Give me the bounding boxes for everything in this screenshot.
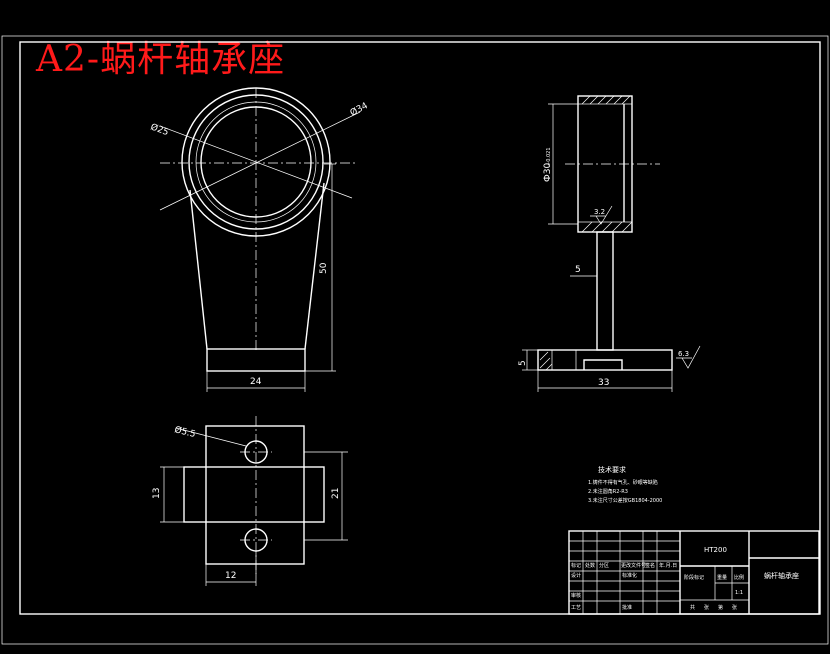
tb-header-label-5: 签名 [645, 562, 655, 569]
technical-notes: 技术要求 1.铸件不得有气孔、砂眼等缺陷 2.未注圆角R2-R3 3.未注尺寸公… [588, 465, 662, 504]
top-view: Ø5.5 13 21 12 [152, 416, 348, 586]
outer-border [1, 35, 829, 645]
top-boss [183, 466, 325, 523]
tb-row-label-design: 设计 [571, 572, 581, 579]
base-hatch-left [537, 349, 553, 371]
web-right-edge [304, 182, 325, 350]
front-dim-width: 24 [250, 377, 262, 387]
notes-heading: 技术要求 [598, 465, 626, 474]
title-block: 标记 处数 分区 更改文件号 签名 年.月.日 设计 审核 工艺 标准化 批准 … [568, 530, 820, 615]
hatch-lines [581, 95, 631, 105]
tb-approve-label: 批准 [622, 604, 632, 611]
top-dim-depth: 13 [152, 488, 162, 499]
boss-mid-circle [188, 94, 324, 230]
dia-leader-left [159, 125, 353, 199]
top-base-plate [205, 425, 305, 565]
tb-scale-value: 1:1 [735, 590, 743, 596]
tb-sheet-label-1: 共 [690, 604, 695, 611]
tb-material: HT200 [704, 546, 727, 554]
tb-header-label-4: 更改文件号 [621, 562, 646, 569]
front-view: Ø25 Ø34 50 24 [149, 87, 370, 392]
tb-row-label-review: 审核 [571, 592, 581, 599]
tb-sheet-label-4: 张 [732, 604, 737, 611]
bore-circle [200, 106, 312, 218]
hatch-lines [539, 351, 553, 371]
top-dim-hole-spacing: 12 [225, 571, 236, 581]
rib [596, 231, 614, 351]
tb-row-label-process: 工艺 [571, 605, 581, 611]
notes-line-1: 1.铸件不得有气孔、砂眼等缺陷 [588, 479, 658, 486]
tb-weight-label: 重量 [717, 574, 727, 581]
tb-header-label-1: 标记 [571, 562, 581, 569]
hatch-lines [581, 221, 633, 233]
front-dim-height: 50 [319, 262, 329, 274]
dia-leader-right [159, 111, 361, 211]
side-dim-rib: 5 [575, 265, 581, 275]
front-dim-dia-left: Ø25 [149, 121, 170, 138]
roughness-symbol [676, 345, 701, 369]
hole-leader [175, 427, 247, 447]
tb-sheet-label-2: 张 [704, 604, 709, 611]
drawing-title: A2-蜗杆轴承座 [36, 39, 286, 80]
top-dim-width: 21 [331, 488, 341, 499]
front-dim-dia-right: Ø34 [348, 100, 370, 119]
front-base-block [206, 348, 306, 372]
notes-line-3: 3.未注尺寸公差按GB1804-2000 [588, 497, 662, 504]
side-dim-length: 33 [598, 378, 609, 388]
boss-hatch-top [577, 95, 633, 105]
web-left-edge [189, 189, 208, 350]
side-dim-base-thk: 5 [518, 360, 528, 366]
title-block-frame [568, 530, 820, 615]
boss-outer-circle [181, 87, 331, 237]
tb-sheet-label-3: 第 [718, 604, 723, 611]
side-dim-bore: Ф30 [543, 163, 553, 182]
tb-header-label-3: 分区 [599, 562, 609, 569]
tb-part-name: 蜗杆轴承座 [764, 571, 799, 580]
tb-header-label-2: 处数 [585, 562, 595, 569]
notes-line-2: 2.未注圆角R2-R3 [588, 488, 628, 495]
tb-std-label: 标准化 [622, 572, 637, 579]
tb-scale-label: 比例 [734, 574, 744, 581]
tb-header-label-6: 年.月.日 [659, 562, 677, 569]
tb-stage-label: 阶段标记 [684, 574, 704, 581]
inner-border [19, 41, 821, 615]
side-roughness-bore: 3.2 [594, 208, 605, 216]
side-view: Ф30 +0.021 3.2 5 5 33 6.3 [518, 95, 701, 392]
chamfer-circle [195, 101, 317, 223]
side-roughness-base: 6.3 [678, 350, 689, 358]
roughness-symbol [590, 205, 613, 225]
base-groove [583, 359, 623, 370]
side-dim-bore-tol: +0.021 [546, 147, 552, 166]
top-dim-hole: Ø5.5 [173, 424, 196, 440]
